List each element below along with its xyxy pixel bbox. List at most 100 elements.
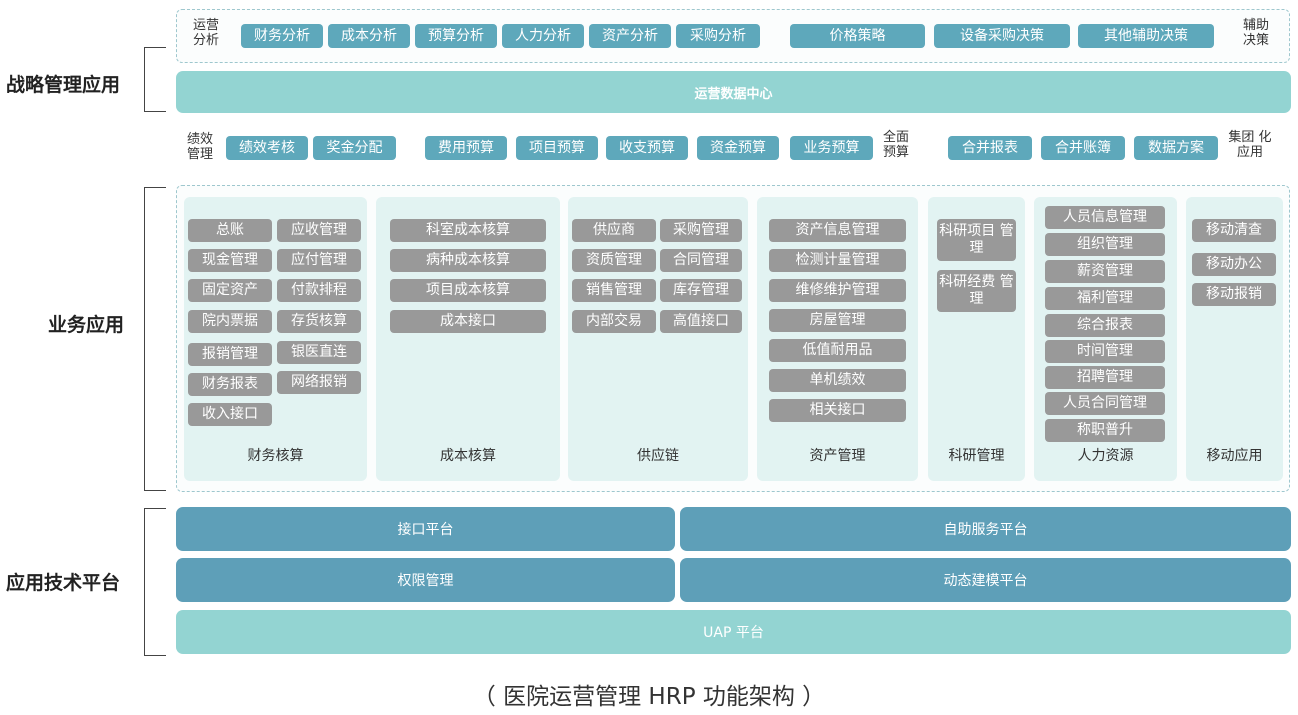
finance-item: 总账 (188, 219, 272, 242)
ops-item-asset-analysis: 资产分析 (589, 24, 671, 48)
finance-item: 存货核算 (277, 310, 361, 333)
hr-item: 时间管理 (1045, 340, 1165, 363)
hr-item: 组织管理 (1045, 233, 1165, 256)
ops-item-finance-analysis: 财务分析 (241, 24, 323, 48)
column-title-mobile: 移动应用 (1206, 448, 1263, 464)
mobile-item: 移动办公 (1192, 253, 1276, 276)
group-app-label-text: 集团 化应用 (1228, 130, 1272, 160)
ops-item-hr-analysis: 人力分析 (502, 24, 584, 48)
column-supply: 供应商 资质管理 销售管理 内部交易 采购管理 合同管理 库存管理 高值接口 供… (568, 197, 748, 481)
figure-caption: （ 医院运营管理 HRP 功能架构 ） (472, 684, 826, 710)
decision-item-equipment: 设备采购决策 (934, 24, 1070, 48)
aux-decision-label-text: 辅助 决策 (1242, 18, 1269, 48)
full-budget-label-text: 全面 预算 (882, 130, 909, 160)
budget-item-income: 收支预算 (606, 136, 688, 160)
group-item-consolidated-report: 合并报表 (948, 136, 1032, 160)
finance-item: 院内票据 (188, 310, 272, 333)
asset-item: 检测计量管理 (769, 249, 906, 272)
column-mobile: 移动清查 移动办公 移动报销 移动应用 (1186, 197, 1283, 481)
finance-item: 网络报销 (277, 371, 361, 394)
finance-item: 现金管理 (188, 249, 272, 272)
business-bracket (144, 187, 166, 491)
group-item-consolidated-ledger: 合并账簿 (1041, 136, 1125, 160)
decision-item-other: 其他辅助决策 (1078, 24, 1214, 48)
asset-item: 资产信息管理 (769, 219, 906, 242)
cost-item: 科室成本核算 (390, 219, 546, 242)
finance-item: 付款排程 (277, 279, 361, 302)
column-title-finance: 财务核算 (247, 448, 304, 464)
finance-item: 报销管理 (188, 343, 272, 366)
section-label-business: 业务应用 (48, 314, 125, 336)
hr-item: 人员合同管理 (1045, 392, 1165, 415)
budget-item-business: 业务预算 (790, 136, 873, 160)
column-title-research: 科研管理 (948, 448, 1005, 464)
strategy-bracket (144, 47, 166, 112)
column-asset: 资产信息管理 检测计量管理 维修维护管理 房屋管理 低值耐用品 单机绩效 相关接… (757, 197, 918, 481)
group-app-label: 集团 化应用 (1226, 130, 1274, 160)
column-finance: 总账 现金管理 固定资产 院内票据 报销管理 财务报表 收入接口 应收管理 应付… (184, 197, 367, 481)
platform-bracket (144, 508, 166, 656)
column-title-hr: 人力资源 (1077, 448, 1134, 464)
research-item: 科研经费 管理 (937, 270, 1016, 312)
section-label-strategy: 战略管理应用 (6, 74, 121, 96)
asset-item: 相关接口 (769, 399, 906, 422)
self-service-platform-bar: 自助服务平台 (680, 507, 1291, 551)
decision-item-pricing: 价格策略 (790, 24, 925, 48)
hr-item: 综合报表 (1045, 314, 1165, 337)
supply-item: 库存管理 (660, 279, 742, 302)
perf-item-appraisal: 绩效考核 (226, 136, 308, 160)
hr-item: 称职普升 (1045, 419, 1165, 442)
research-item: 科研项目 管理 (937, 219, 1016, 261)
mobile-item: 移动报销 (1192, 283, 1276, 306)
column-title-cost: 成本核算 (440, 448, 496, 464)
supply-item: 销售管理 (572, 279, 656, 302)
perf-mgmt-label-text: 绩效 管理 (186, 132, 213, 162)
asset-item: 单机绩效 (769, 369, 906, 392)
ops-item-budget-analysis: 预算分析 (415, 24, 497, 48)
column-cost: 科室成本核算 病种成本核算 项目成本核算 成本接口 成本核算 (376, 197, 560, 481)
asset-item: 维修维护管理 (769, 279, 906, 302)
section-label-platform: 应用技术平台 (6, 572, 121, 594)
hr-item: 招聘管理 (1045, 366, 1165, 389)
dynamic-modeling-bar: 动态建模平台 (680, 558, 1291, 602)
column-title-asset: 资产管理 (809, 448, 866, 464)
supply-item: 供应商 (572, 219, 656, 242)
asset-item: 低值耐用品 (769, 339, 906, 362)
ops-analysis-label: 运营 分析 (186, 18, 226, 48)
supply-item: 采购管理 (660, 219, 742, 242)
finance-item: 收入接口 (188, 403, 272, 426)
finance-item: 应收管理 (277, 219, 361, 242)
supply-item: 资质管理 (572, 249, 656, 272)
finance-item: 财务报表 (188, 373, 272, 396)
asset-item: 房屋管理 (769, 309, 906, 332)
hr-item: 福利管理 (1045, 287, 1165, 310)
column-title-supply: 供应链 (637, 448, 679, 464)
perf-mgmt-label: 绩效 管理 (182, 132, 218, 162)
perf-item-bonus: 奖金分配 (313, 136, 396, 160)
cost-item: 成本接口 (390, 310, 546, 333)
aux-decision-label: 辅助 决策 (1236, 18, 1276, 48)
supply-item: 高值接口 (660, 310, 742, 333)
permission-mgmt-bar: 权限管理 (176, 558, 675, 602)
finance-item: 银医直连 (277, 341, 361, 364)
column-research: 科研项目 管理 科研经费 管理 科研管理 (928, 197, 1025, 481)
ops-data-center-bar: 运营数据中心 (176, 71, 1291, 113)
budget-item-expense: 费用预算 (425, 136, 507, 160)
cost-item: 病种成本核算 (390, 249, 546, 272)
group-item-data-plan: 数据方案 (1134, 136, 1218, 160)
interface-platform-bar: 接口平台 (176, 507, 675, 551)
full-budget-label: 全面 预算 (878, 130, 914, 160)
budget-item-project: 项目预算 (516, 136, 598, 160)
ops-analysis-label-text: 运营 分析 (192, 18, 219, 48)
finance-item: 固定资产 (188, 279, 272, 302)
hr-item: 薪资管理 (1045, 260, 1165, 283)
uap-platform-bar: UAP 平台 (176, 610, 1291, 654)
mobile-item: 移动清查 (1192, 219, 1276, 242)
cost-item: 项目成本核算 (390, 279, 546, 302)
supply-item: 内部交易 (572, 310, 656, 333)
column-hr: 人员信息管理 组织管理 薪资管理 福利管理 综合报表 时间管理 招聘管理 人员合… (1034, 197, 1177, 481)
supply-item: 合同管理 (660, 249, 742, 272)
hr-item: 人员信息管理 (1045, 206, 1165, 229)
ops-item-cost-analysis: 成本分析 (328, 24, 410, 48)
ops-item-purchase-analysis: 采购分析 (676, 24, 760, 48)
